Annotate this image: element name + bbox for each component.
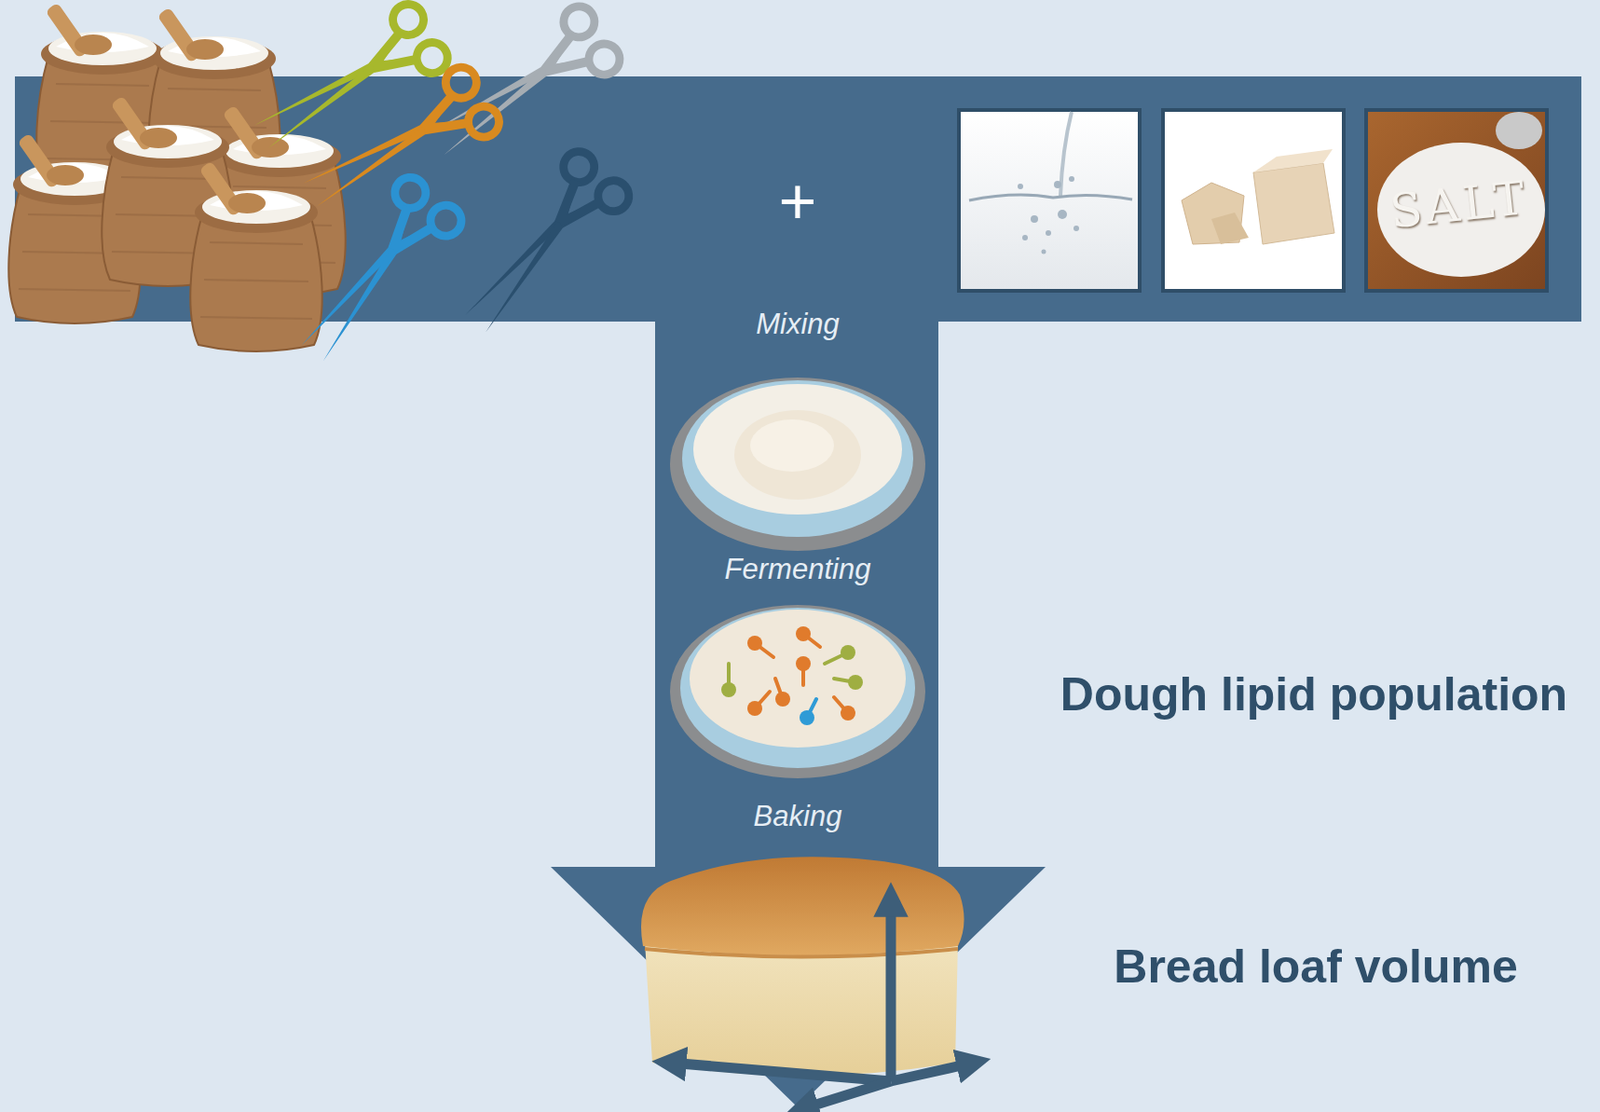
enzyme-scissors [242,0,636,378]
mixing-bowl [670,377,926,551]
step-label: Mixing [755,308,840,341]
flour-sacks [8,2,345,352]
bread-loaf [641,856,974,1109]
fermenting-bowl [670,604,926,779]
outcome-label: Dough lipid population [1060,669,1568,721]
plus-sign: + [779,165,818,238]
water-photo [957,108,1142,293]
salt-photo [1364,108,1549,293]
outcome-label: Bread loaf volume [1113,941,1518,993]
salt-text: SALT [1387,172,1532,238]
yeast-photo [1161,108,1346,293]
step-label: Fermenting [724,553,872,586]
step-label: Baking [753,800,843,833]
